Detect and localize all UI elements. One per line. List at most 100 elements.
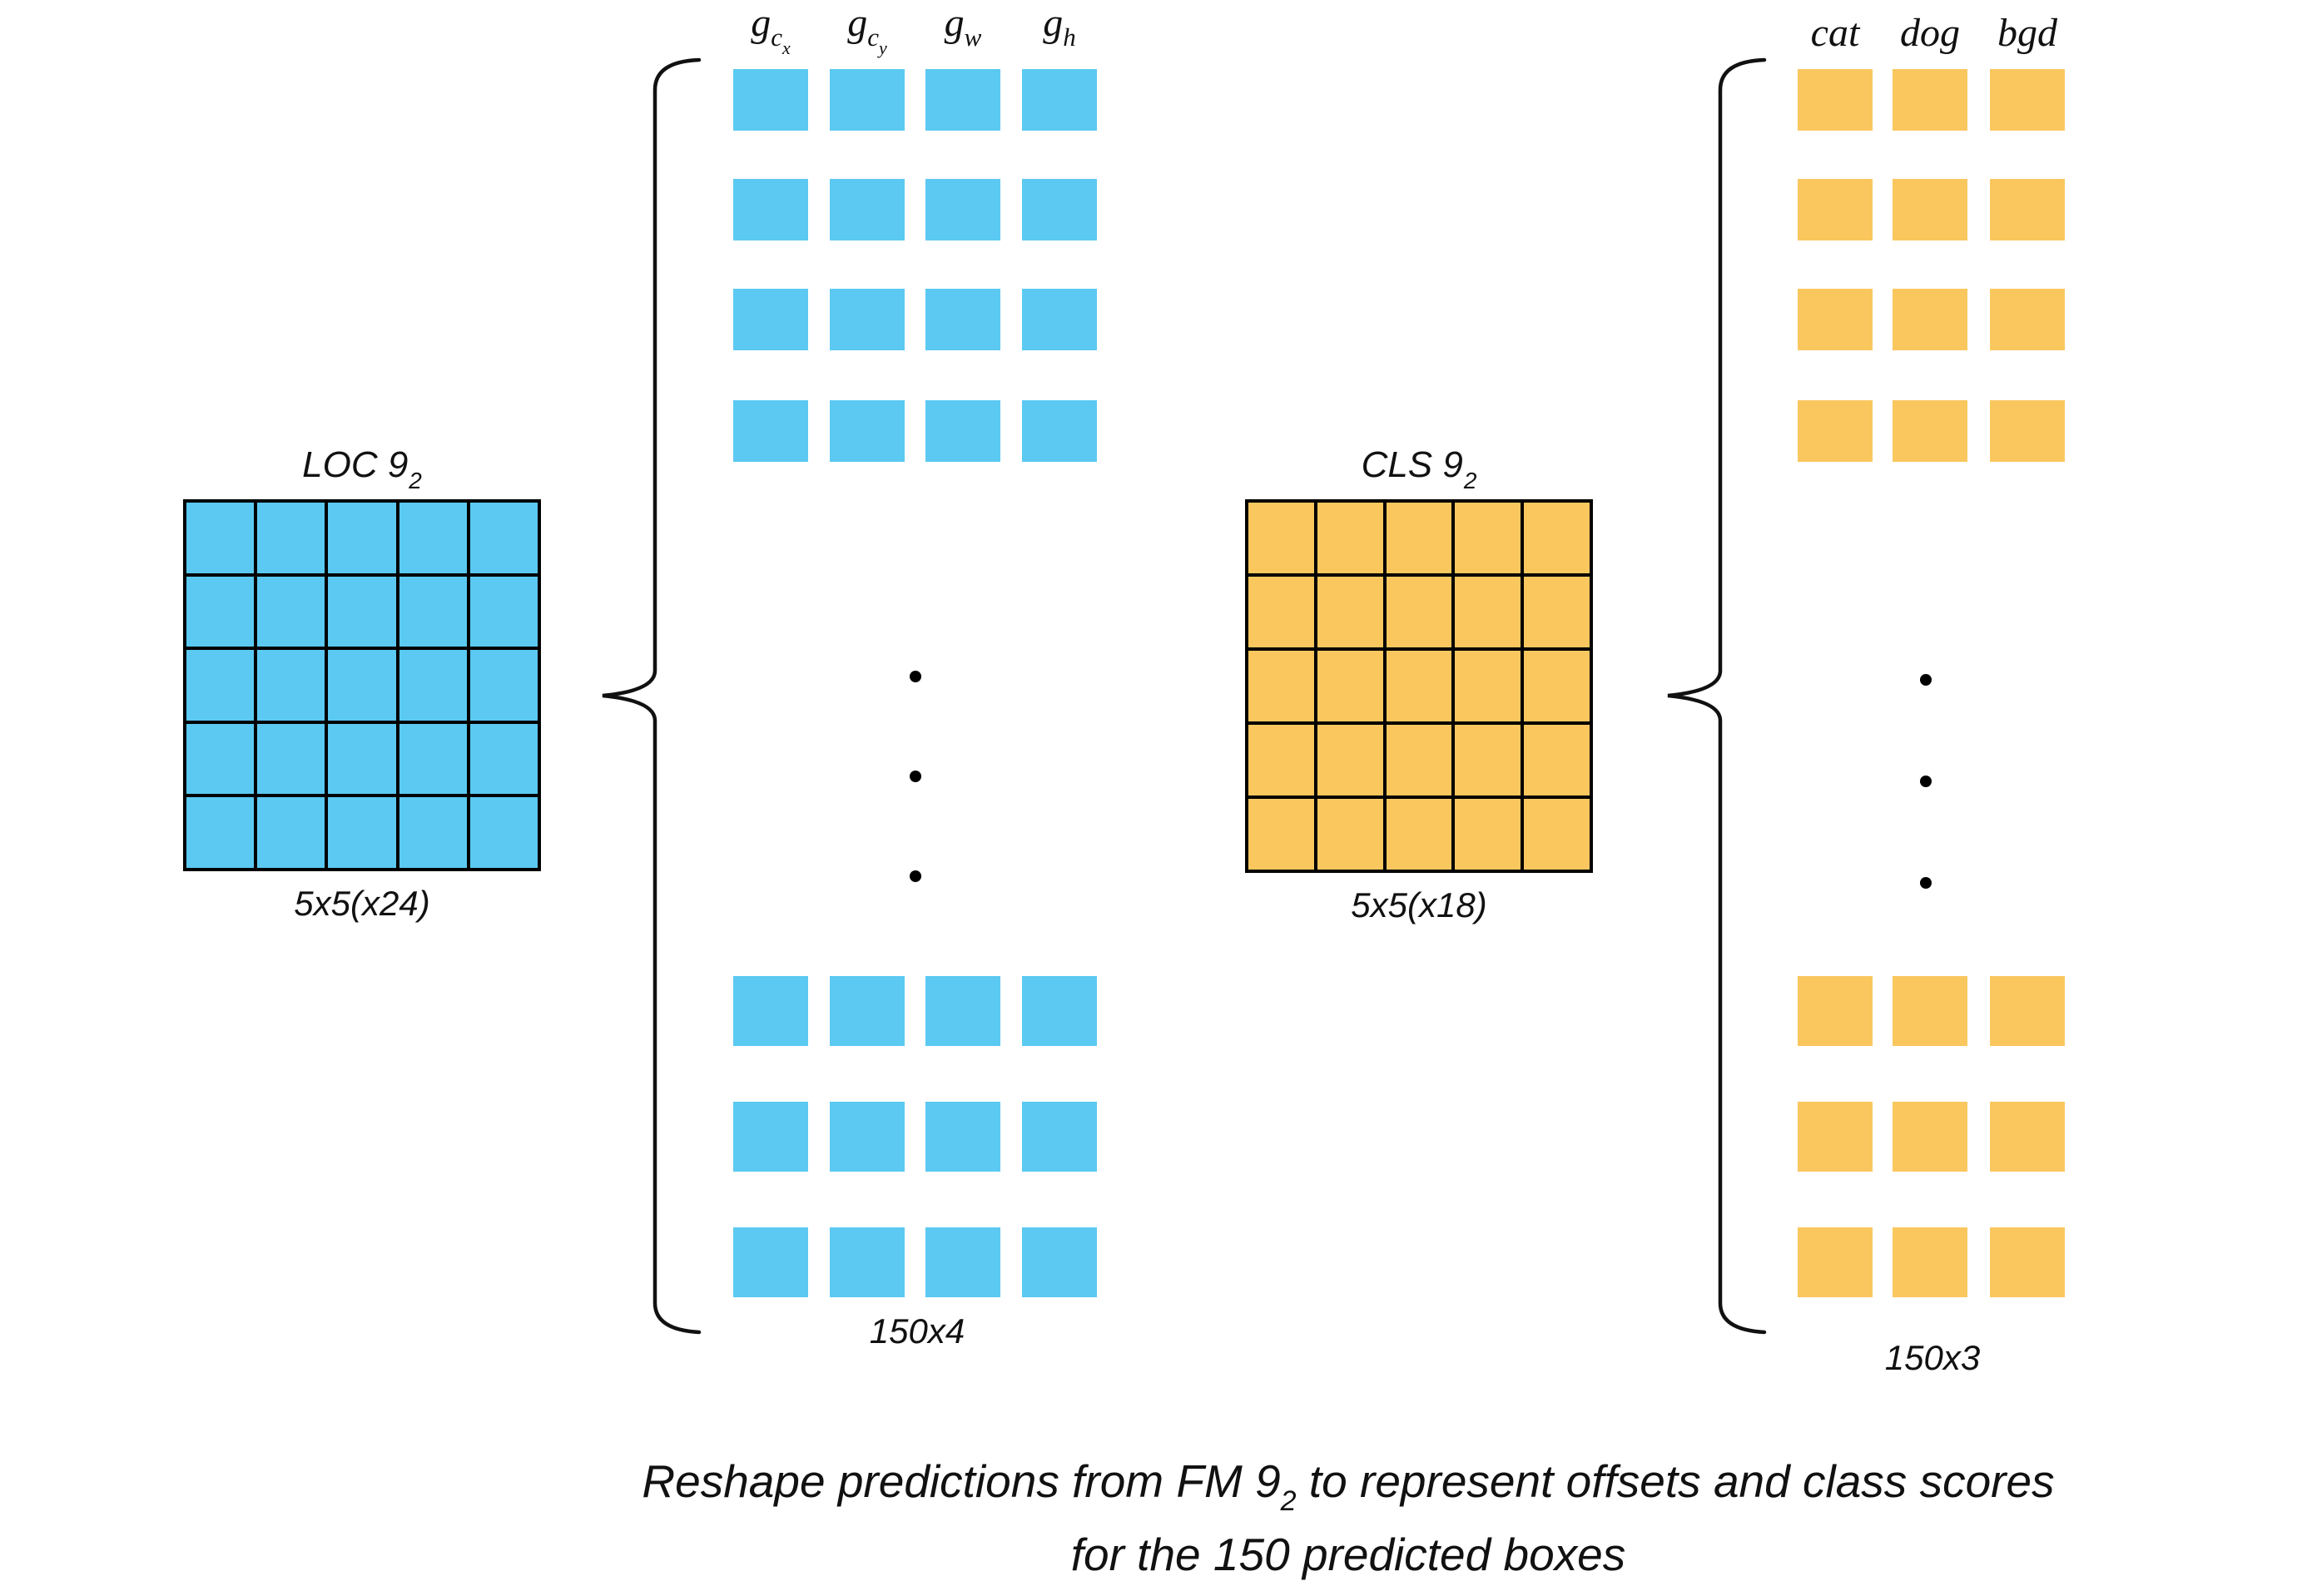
header-subscript: w [964, 22, 982, 52]
loc-grid-cell [468, 648, 539, 722]
cls-matrix-cell [1798, 69, 1873, 131]
ellipsis-dot [1920, 776, 1932, 787]
cls-feature-map-grid [1245, 499, 1593, 873]
loc-matrix-cell [733, 69, 808, 131]
loc-grid-cell [255, 796, 327, 870]
header-subscript: c [771, 22, 782, 52]
header-subscript: h [1063, 22, 1076, 52]
cls-matrix-cell [1893, 289, 1967, 350]
cls-matrix-cell [1798, 400, 1873, 462]
cls-grid-cell [1384, 501, 1454, 575]
loc-grid-cell [326, 796, 398, 870]
caption-line1-text: Reshape predictions from FM 9 [642, 1455, 1281, 1507]
cls-grid-size-label: 5x5(x18) [1351, 885, 1487, 924]
loc-matrix-cell [830, 1102, 905, 1172]
header-base: g [751, 1, 771, 45]
loc-grid-title-subscript: 2 [409, 468, 422, 493]
ellipsis-dot [910, 671, 921, 682]
loc-grid-cell [468, 501, 539, 575]
loc-grid-cell [397, 574, 469, 649]
header-subscript: c [867, 22, 879, 52]
loc-grid-cell [397, 648, 469, 722]
loc-matrix-header-gh: gh [1043, 3, 1076, 52]
cls-grid-cell [1522, 501, 1591, 575]
header-base: g [847, 1, 868, 45]
loc-matrix-cell [733, 400, 808, 462]
cls-grid-cell [1384, 575, 1454, 649]
loc-grid-size-label: 5x5(x24) [294, 884, 430, 923]
loc-grid-cell [468, 796, 539, 870]
right-brace-path [1667, 57, 1767, 1335]
cls-matrix-cell [1798, 289, 1873, 350]
cls-matrix-header-bgd: bgd [1997, 13, 2057, 53]
loc-matrix-cell [830, 976, 905, 1046]
cls-grid-title: CLS 92 [1362, 444, 1477, 494]
loc-matrix-cell [1022, 976, 1097, 1046]
loc-grid-cell [397, 501, 469, 575]
cls-matrix-cell [1798, 179, 1873, 240]
cls-grid-cell [1453, 501, 1523, 575]
cls-grid-cell [1247, 723, 1316, 797]
cls-grid-cell [1384, 723, 1454, 797]
loc-matrix-cell [925, 1227, 1000, 1297]
loc-matrix-cell [733, 179, 808, 240]
ellipsis-dot [1920, 674, 1932, 686]
header-base: cat [1810, 11, 1860, 55]
cls-matrix-header-cat: cat [1811, 13, 1860, 53]
loc-matrix-cell [925, 976, 1000, 1046]
loc-matrix-cell [830, 179, 905, 240]
loc-grid-title-text: LOC 9 [302, 444, 409, 485]
loc-matrix-cell [925, 69, 1000, 131]
loc-grid-cell [468, 721, 539, 796]
loc-grid-cell [185, 648, 256, 722]
cls-matrix-cell [1798, 976, 1873, 1046]
cls-matrix-cell [1893, 69, 1967, 131]
loc-grid-cell [185, 721, 256, 796]
loc-matrix-cell [733, 976, 808, 1046]
cls-grid-cell [1522, 797, 1591, 871]
cls-grid-cell [1453, 649, 1523, 723]
cls-grid-cell [1315, 501, 1385, 575]
cls-matrix-cell [1893, 400, 1967, 462]
cls-matrix-cell [1990, 69, 2065, 131]
loc-grid-cell [255, 721, 327, 796]
cls-grid-cell [1247, 797, 1316, 871]
ellipsis-dot [910, 771, 921, 782]
cls-grid-cell [1315, 575, 1385, 649]
loc-grid-cell [255, 501, 327, 575]
loc-grid-cell [326, 501, 398, 575]
loc-grid-cell [326, 721, 398, 796]
loc-matrix-cell [830, 1227, 905, 1297]
cls-grid-cell [1315, 649, 1385, 723]
loc-grid-cell [185, 501, 256, 575]
cls-matrix-cell [1893, 976, 1967, 1046]
cls-grid-cell [1453, 797, 1523, 871]
cls-grid-cell [1247, 501, 1316, 575]
loc-matrix-cell [1022, 1102, 1097, 1172]
ellipsis-dot [910, 870, 921, 882]
cls-grid-cell [1522, 723, 1591, 797]
loc-matrix-cell [733, 1102, 808, 1172]
left-brace [602, 57, 702, 1335]
loc-grid-cell [255, 648, 327, 722]
loc-matrix-cell [1022, 400, 1097, 462]
cls-matrix-header-dog: dog [1900, 13, 1960, 53]
loc-matrix-header-gcy: gcy [847, 3, 887, 57]
header-subsubscript: y [879, 37, 887, 58]
loc-matrix-cell [1022, 179, 1097, 240]
loc-matrix-cell [1022, 1227, 1097, 1297]
loc-matrix-cell [925, 179, 1000, 240]
header-subsubscript: x [782, 37, 791, 58]
loc-matrix-cell [733, 1227, 808, 1297]
cls-grid-cell [1384, 797, 1454, 871]
caption-line1-subscript: 2 [1280, 1485, 1297, 1517]
cls-grid-cell [1453, 723, 1523, 797]
right-brace [1667, 57, 1767, 1335]
loc-matrix-cell [1022, 69, 1097, 131]
loc-grid-cell [326, 648, 398, 722]
cls-matrix-cell [1990, 1227, 2065, 1297]
loc-grid-cell [468, 574, 539, 649]
cls-matrix-cell [1990, 1102, 2065, 1172]
caption-line-2: for the 150 predicted boxes [1070, 1529, 1626, 1580]
